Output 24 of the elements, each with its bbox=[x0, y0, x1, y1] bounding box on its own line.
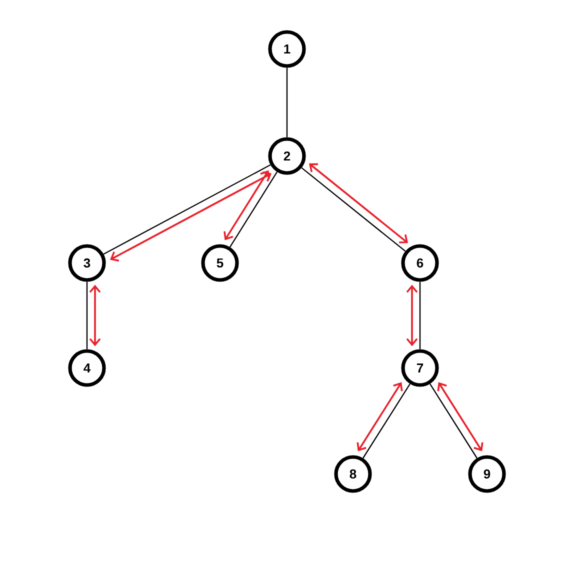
tree-edge bbox=[362, 384, 410, 458]
double-arrow bbox=[356, 382, 403, 452]
tree-node: 2 bbox=[268, 137, 306, 175]
tree-edge bbox=[301, 167, 406, 252]
tree-edge bbox=[419, 282, 421, 350]
tree-edge bbox=[103, 164, 271, 255]
double-arrow bbox=[309, 163, 408, 244]
double-arrow bbox=[89, 284, 101, 346]
tree-node: 3 bbox=[68, 244, 106, 282]
double-arrow bbox=[224, 170, 270, 240]
tree-edge bbox=[286, 68, 288, 138]
tree-node: 8 bbox=[334, 455, 372, 493]
tree-edge bbox=[229, 172, 278, 248]
double-arrow bbox=[437, 382, 484, 452]
double-arrow bbox=[110, 172, 272, 262]
double-arrow bbox=[406, 284, 418, 346]
tree-node: 5 bbox=[201, 244, 239, 282]
tree-node: 1 bbox=[268, 30, 306, 68]
tree-node: 9 bbox=[468, 455, 506, 493]
tree-node: 6 bbox=[401, 244, 439, 282]
tree-node: 7 bbox=[401, 349, 439, 387]
tree-node: 4 bbox=[68, 349, 106, 387]
tree-edge bbox=[86, 282, 88, 350]
tree-edge bbox=[430, 384, 478, 458]
